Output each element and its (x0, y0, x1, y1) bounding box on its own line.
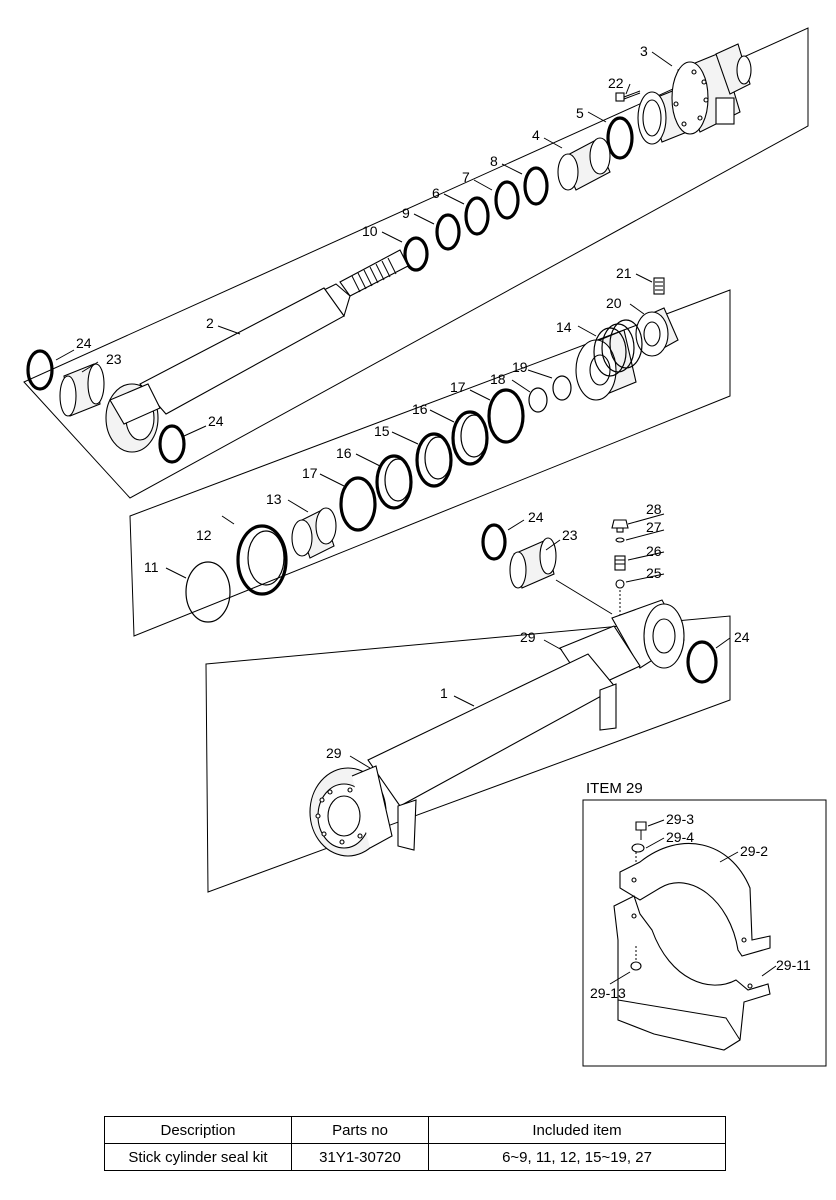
inset-label-29-11: 29-11 (776, 957, 811, 973)
label-1: 1 (440, 685, 448, 701)
label-15: 15 (374, 423, 390, 439)
seal-kit-table: Description Parts no Included item Stick… (104, 1116, 726, 1171)
part-15-ring-inner (424, 436, 452, 480)
label-29-a: 29 (520, 629, 536, 645)
label-24-b: 24 (208, 413, 224, 429)
label-16-a: 16 (412, 401, 428, 417)
part-24-ring-b (158, 424, 186, 464)
label-19: 19 (512, 359, 528, 375)
part-19-ring (552, 375, 572, 401)
part-22-bolt (615, 90, 641, 102)
label-6: 6 (432, 185, 440, 201)
part-24-ring-c (481, 523, 507, 561)
label-7: 7 (462, 169, 470, 185)
part-1-tube (309, 599, 685, 857)
label-12: 12 (196, 527, 212, 543)
label-2: 2 (206, 315, 214, 331)
part-20-nut (635, 307, 679, 357)
part-11-disc (185, 561, 231, 623)
label-16-b: 16 (336, 445, 352, 461)
label-10: 10 (362, 223, 378, 239)
label-24-c: 24 (528, 509, 544, 525)
label-26: 26 (646, 543, 662, 559)
part-16-ring-b-inner (384, 458, 412, 502)
parts-25-28-fitting (611, 519, 629, 624)
panel-tube-outline (205, 615, 731, 893)
inset-label-29-13: 29-13 (590, 985, 626, 1001)
part-12-ring (236, 524, 288, 596)
label-17-b: 17 (302, 465, 318, 481)
exploded-parts-diagram: 3 22 5 4 8 7 6 9 10 2 24 23 24 21 20 14 … (23, 27, 827, 1067)
label-29-b: 29 (326, 745, 342, 761)
cell-description: Stick cylinder seal kit (104, 1143, 292, 1171)
label-22: 22 (608, 75, 624, 91)
table-header-row: Description Parts no Included item (104, 1116, 726, 1144)
part-21-bolt (653, 277, 665, 295)
label-24-a: 24 (76, 335, 92, 351)
header-included-item: Included item (428, 1116, 726, 1144)
part-5-oring (606, 116, 634, 160)
part-2-rod (105, 249, 409, 453)
label-5: 5 (576, 105, 584, 121)
part-16-ring-a-inner (460, 414, 488, 458)
label-11: 11 (144, 559, 159, 575)
part-14-piston (575, 319, 643, 401)
part-24-ring-d (686, 640, 718, 684)
inset-label-29-4: 29-4 (666, 829, 694, 845)
label-28: 28 (646, 501, 662, 517)
table-row: Stick cylinder seal kit 31Y1-30720 6~9, … (104, 1143, 726, 1171)
label-27: 27 (646, 519, 662, 535)
inset-band-clamp (613, 821, 771, 1051)
label-18: 18 (490, 371, 506, 387)
label-23-a: 23 (106, 351, 122, 367)
part-18-ring (528, 387, 548, 413)
part-23-bushing-b (509, 537, 557, 589)
panel-piston-outline (129, 289, 731, 637)
part-13-bushing (291, 507, 337, 559)
inset-frame (582, 799, 827, 1067)
label-24-d: 24 (734, 629, 750, 645)
label-23-b: 23 (562, 527, 578, 543)
part-8-seal (523, 166, 549, 206)
inset-title: ITEM 29 (586, 780, 643, 797)
part-23-bushing-a (59, 363, 105, 417)
label-20: 20 (606, 295, 622, 311)
part-6-seal (464, 196, 490, 236)
inset-leaders (609, 819, 777, 985)
part-17-ring-b (339, 476, 377, 532)
cell-parts-no: 31Y1-30720 (291, 1143, 429, 1171)
label-25: 25 (646, 565, 662, 581)
label-9: 9 (402, 205, 410, 221)
leader-lines (55, 51, 731, 769)
label-8: 8 (490, 153, 498, 169)
label-3: 3 (640, 43, 648, 59)
part-17-ring-a (487, 388, 525, 444)
label-21: 21 (616, 265, 632, 281)
part-7-seal (494, 180, 520, 220)
header-description: Description (104, 1116, 292, 1144)
part-3-gland (637, 43, 752, 145)
inset-label-29-3: 29-3 (666, 811, 694, 827)
label-14: 14 (556, 319, 572, 335)
part-24-ring-a (26, 349, 54, 391)
label-13: 13 (266, 491, 282, 507)
part-9-seal (435, 213, 461, 251)
panel-rod-outline (23, 27, 809, 499)
inset-label-29-2: 29-2 (740, 843, 768, 859)
cell-included-item: 6~9, 11, 12, 15~19, 27 (428, 1143, 726, 1171)
part-10-ring (403, 236, 429, 272)
part-4-bushing (557, 137, 611, 191)
label-17-a: 17 (450, 379, 466, 395)
label-4: 4 (532, 127, 540, 143)
header-parts-no: Parts no (291, 1116, 429, 1144)
part-12-ring-inner (247, 530, 285, 586)
